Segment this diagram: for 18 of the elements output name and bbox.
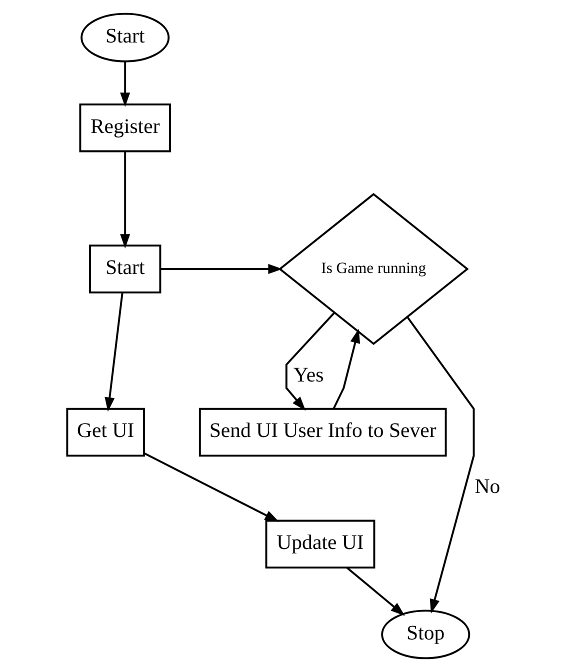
node-ellipse: Start xyxy=(80,12,170,62)
node-box: Register xyxy=(78,103,170,152)
node-box: Get UI xyxy=(66,408,144,457)
arrow xyxy=(120,151,130,248)
arrow xyxy=(160,264,282,274)
node-box: Start xyxy=(88,244,161,294)
node-box: Send UI User Info to Sever xyxy=(198,408,446,457)
arrow xyxy=(406,316,474,614)
arrow xyxy=(284,312,334,411)
node-box: Update UI xyxy=(264,520,375,569)
arrow xyxy=(346,566,404,616)
edge-label: Yes xyxy=(292,362,324,386)
arrow xyxy=(120,62,130,107)
arrow xyxy=(144,452,279,522)
arrow xyxy=(332,328,360,409)
arrow xyxy=(104,292,123,412)
node-ellipse: Stop xyxy=(380,610,470,660)
edge-label: No xyxy=(474,474,500,498)
